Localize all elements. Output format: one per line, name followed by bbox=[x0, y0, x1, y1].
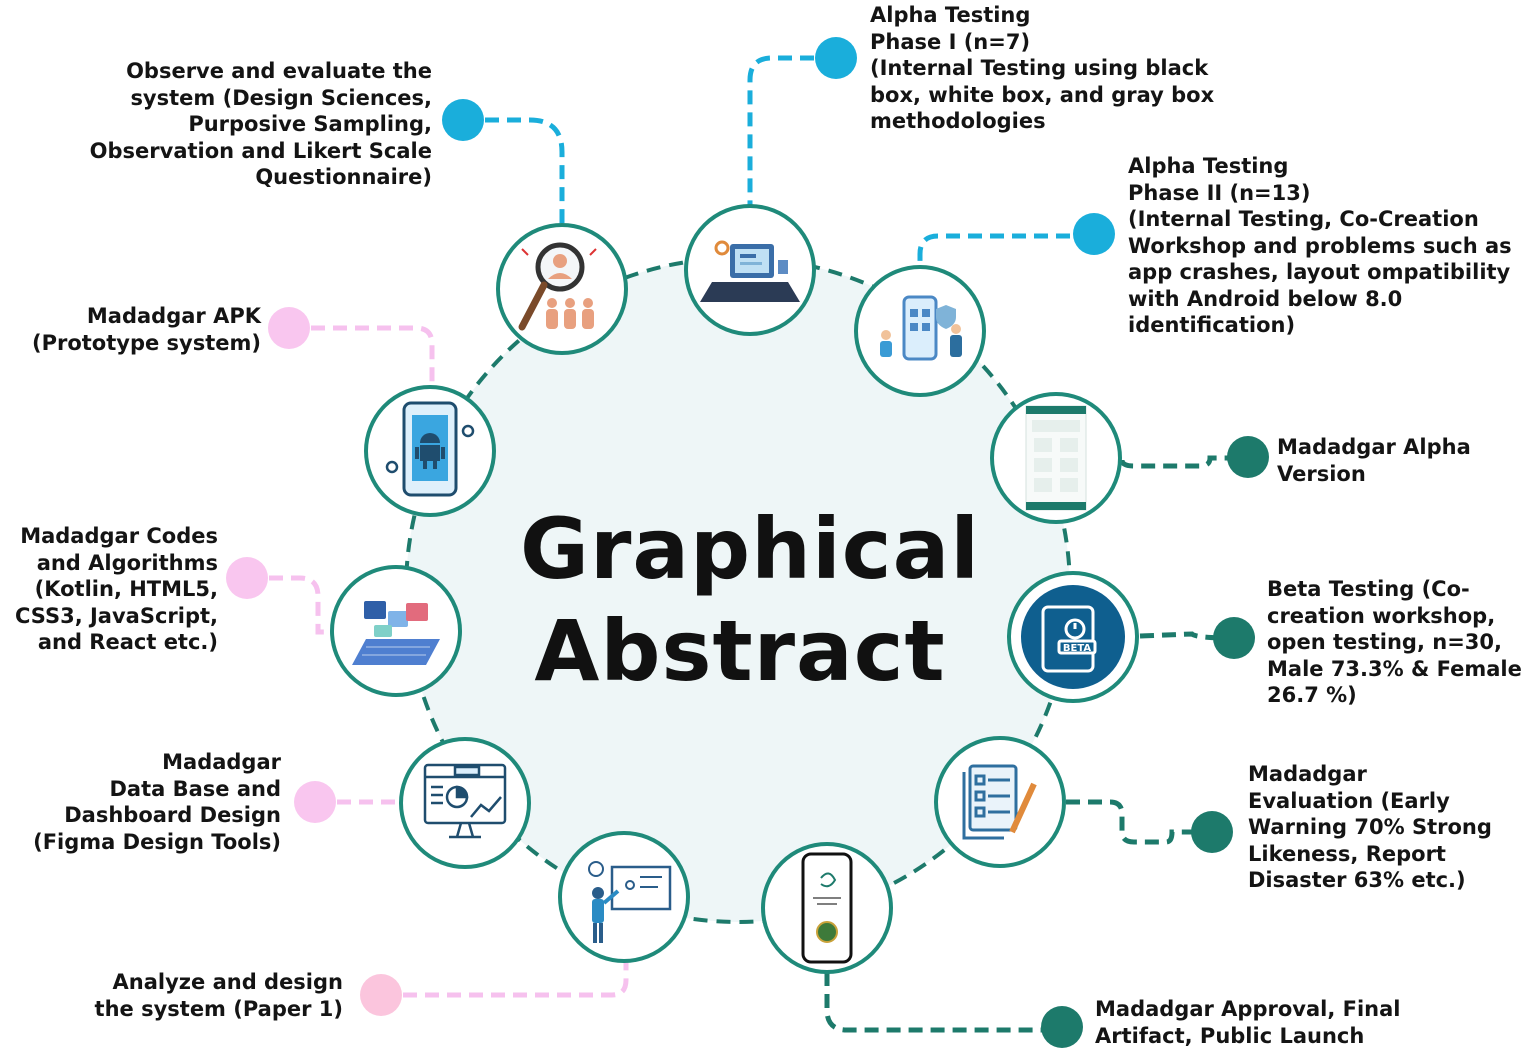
center-title: Graphical Abstract bbox=[520, 498, 981, 702]
node-codes bbox=[330, 565, 462, 697]
label-dashboard: Madadgar Data Base and Dashboard Design … bbox=[33, 750, 281, 854]
title-line-1: Graphical bbox=[520, 500, 981, 598]
label-beta: Beta Testing (Co- creation workshop, ope… bbox=[1267, 577, 1522, 707]
node-analyze bbox=[558, 831, 690, 963]
connector-alpha1 bbox=[747, 55, 836, 206]
label-analyze: Analyze and design the system (Paper 1) bbox=[94, 970, 343, 1021]
label-codes: Madadgar Codes and Algorithms (Kotlin, H… bbox=[14, 524, 218, 654]
phone-launch-icon bbox=[801, 852, 853, 964]
center-disc bbox=[406, 258, 1070, 922]
label-apk: Madadgar APK (Prototype system) bbox=[31, 304, 261, 355]
label-evaluation: Madadgar Evaluation (Early Warning 70% S… bbox=[1248, 762, 1492, 892]
node-evaluation bbox=[934, 736, 1066, 868]
beta-badge: BETA bbox=[1063, 643, 1091, 654]
connector-beta bbox=[1139, 631, 1235, 641]
label-alpha2: Alpha Testing Phase II (n=13) (Internal … bbox=[1128, 154, 1512, 337]
app-screen-icon bbox=[1025, 405, 1087, 511]
endpoint-dot-codes bbox=[226, 557, 268, 599]
endpoint-dot-alpha2 bbox=[1073, 213, 1115, 255]
endpoint-dot-analyze bbox=[360, 974, 402, 1016]
connector-apk bbox=[289, 325, 435, 386]
endpoint-dot-alpha1 bbox=[815, 37, 857, 79]
label-observe: Observe and evaluate the system (Design … bbox=[89, 59, 432, 189]
node-dashboard bbox=[399, 737, 531, 869]
dashboard-monitor-icon bbox=[423, 763, 507, 839]
node-alpha-version bbox=[990, 392, 1122, 524]
laptop-testing-icon bbox=[700, 240, 800, 302]
title-line-2: Abstract bbox=[534, 602, 946, 700]
endpoint-dot-evaluation bbox=[1191, 811, 1233, 853]
connector-alpha2 bbox=[917, 233, 1092, 267]
connector-codes bbox=[247, 575, 330, 635]
connector-analyze bbox=[381, 962, 629, 998]
connector-alpha-version bbox=[1119, 455, 1248, 469]
label-approval: Madadgar Approval, Final Artifact, Publi… bbox=[1095, 997, 1401, 1048]
endpoint-dot-alpha-version bbox=[1227, 436, 1269, 478]
laptop-code-icon bbox=[352, 601, 440, 665]
magnifier-people-icon bbox=[518, 242, 597, 331]
endpoint-dot-observe bbox=[442, 99, 484, 141]
connector-observe bbox=[463, 117, 565, 224]
android-phone-icon bbox=[385, 401, 475, 497]
connector-evaluation bbox=[1066, 799, 1212, 845]
node-alpha2 bbox=[854, 265, 986, 397]
endpoint-dot-dashboard bbox=[294, 781, 336, 823]
node-approval bbox=[761, 842, 893, 974]
endpoint-dot-approval bbox=[1041, 1006, 1083, 1048]
connector-approval bbox=[824, 972, 1062, 1033]
endpoint-dot-beta bbox=[1213, 617, 1255, 659]
node-alpha1 bbox=[684, 204, 816, 336]
node-observe bbox=[496, 223, 628, 355]
label-alpha1: Alpha Testing Phase I (n=7) (Internal Te… bbox=[870, 3, 1215, 133]
endpoint-dot-apk bbox=[268, 307, 310, 349]
beta-phone-icon bbox=[1041, 605, 1097, 673]
label-alpha-version: Madadgar Alpha Version bbox=[1277, 435, 1471, 486]
checklist-evaluation-icon bbox=[962, 764, 1037, 840]
node-beta: BETA bbox=[1007, 571, 1139, 703]
node-apk bbox=[364, 385, 496, 517]
whiteboard-design-icon bbox=[588, 861, 672, 943]
mobile-cocreation-icon bbox=[880, 295, 962, 361]
